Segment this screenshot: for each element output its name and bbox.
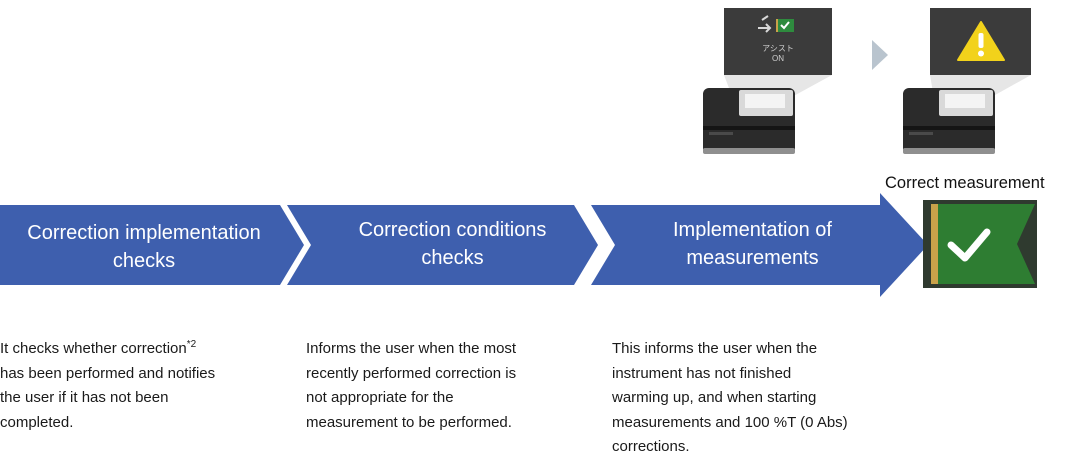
description-3: This informs the user when the instrumen…	[612, 340, 848, 455]
warning-screen	[930, 8, 1031, 75]
spectrophotometer-icon	[903, 88, 995, 154]
spectrophotometer-icon	[703, 88, 795, 154]
transition-arrow-icon	[872, 40, 888, 70]
step-label-3: Implementation of measurements	[673, 219, 832, 269]
instrument-illustration-1: アシスト ON	[695, 8, 835, 154]
step-label-2: Correction conditions checks	[358, 219, 547, 269]
process-flow	[0, 193, 928, 297]
description-1: It checks whether correction*2 has been …	[0, 339, 216, 431]
step-arrow-1	[0, 205, 304, 285]
description-2: Informs the user when the most recently …	[306, 340, 517, 431]
outcome-label: Correct measurement	[885, 174, 1045, 192]
footnote-marker: *2	[186, 339, 197, 350]
step-arrow-3	[591, 193, 928, 297]
assist-text: アシスト ON	[762, 44, 794, 63]
warning-triangle-icon	[957, 21, 1005, 61]
instrument-illustration-2	[895, 8, 1035, 154]
step-label-1: Correction implementation checks	[27, 222, 261, 272]
step-arrow-2	[287, 205, 598, 285]
assist-screen: アシスト ON	[724, 8, 832, 75]
checkmark-flag-icon	[923, 200, 1037, 288]
assist-flag-icon	[758, 15, 794, 33]
